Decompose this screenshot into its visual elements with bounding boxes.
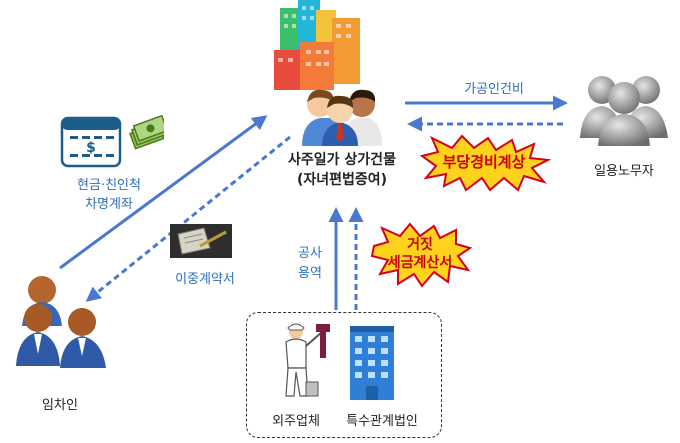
cash-borrowed-line1: 현금·친인척 — [77, 178, 141, 193]
cash-borrowed-line2: 차명계좌 — [85, 197, 133, 212]
arrow-tenant-to-building — [59, 115, 268, 270]
fake-invoice-burst — [370, 222, 472, 288]
construction-service-label: 공사 용역 — [290, 244, 330, 284]
center-title-line2: (자녀편법증여) — [296, 172, 388, 188]
construction-line1: 공사 — [298, 246, 322, 261]
arrow-building-to-tenant — [85, 135, 291, 302]
office-building-icon — [350, 326, 394, 400]
processing-fee-label: 가공인건비 — [464, 82, 524, 97]
tenant-label: 임차인 — [42, 398, 78, 413]
double-contract-icon — [170, 224, 232, 258]
outsourcing-label: 외주업체 — [272, 414, 320, 429]
construction-line2: 용역 — [298, 266, 322, 281]
unfair-expense-burst — [419, 134, 552, 192]
painter-icon — [285, 323, 330, 397]
center-title-line1: 사주일가 상가건물 — [288, 152, 396, 168]
related-corp-label: 특수관계법인 — [346, 414, 418, 429]
double-contract-label: 이중계약서 — [175, 272, 235, 287]
fake-invoice-line1: 거짓 — [407, 237, 433, 253]
fake-invoice-label: 거짓 세금계산서 — [368, 236, 472, 272]
day-laborers-icon — [580, 76, 668, 146]
contractor-group-box — [246, 312, 442, 438]
fake-invoice-line2: 세금계산서 — [387, 255, 453, 271]
center-building-title: 사주일가 상가건물 (자녀편법증여) — [262, 150, 422, 190]
day-laborers-label: 일용노무자 — [594, 164, 654, 179]
cash-register-icon: $ — [60, 114, 164, 168]
svg-text:$: $ — [86, 140, 96, 156]
buildings-icon — [274, 0, 360, 90]
cash-borrowed-label: 현금·친인척 차명계좌 — [54, 176, 164, 214]
tenants-icon — [16, 276, 106, 368]
unfair-expense-label: 부당경비계상 — [442, 153, 526, 171]
owner-family-icon — [302, 89, 382, 146]
